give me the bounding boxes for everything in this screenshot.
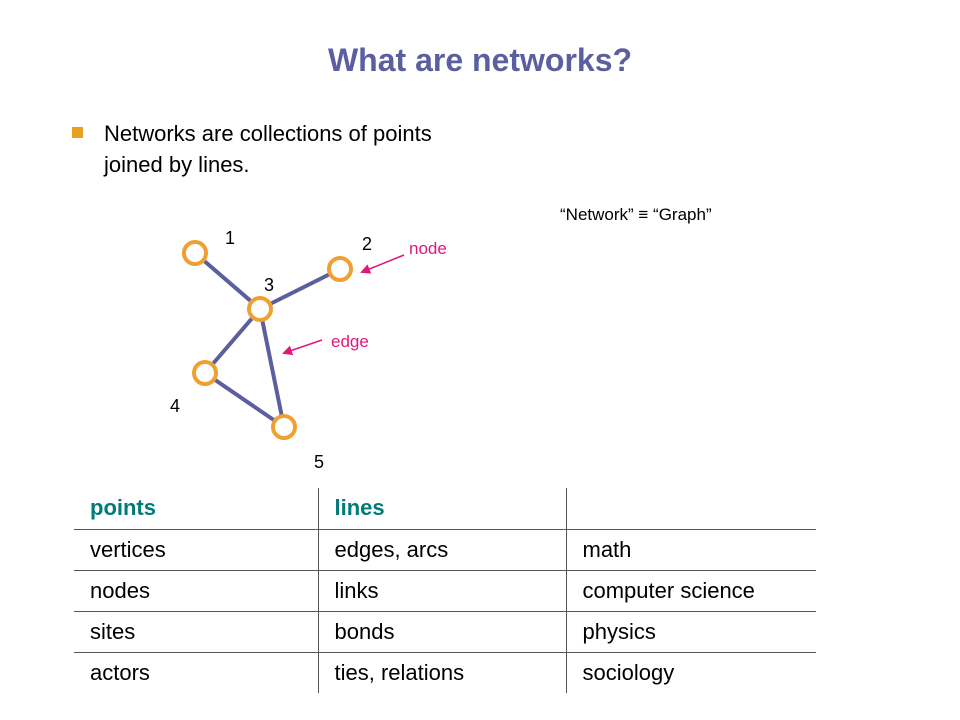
cell-field: math <box>565 529 816 570</box>
terminology-table: points lines vertices edges, arcs math n… <box>74 488 816 693</box>
node-layer <box>182 240 353 440</box>
network-diagram: 1 2 3 4 5 node edge <box>170 228 447 472</box>
cell-points: sites <box>74 610 318 652</box>
node-annotation-label: node <box>409 239 447 258</box>
header-points: points <box>74 488 318 530</box>
label-layer: 1 2 3 4 5 <box>170 228 372 472</box>
table-row: nodes links computer science <box>74 569 816 611</box>
node-2 <box>327 256 353 282</box>
table-row: actors ties, relations sociology <box>74 651 816 693</box>
edge-3-4 <box>203 307 262 375</box>
edge-pointer-arrow <box>282 339 323 356</box>
cell-lines: edges, arcs <box>317 529 566 570</box>
edge-layer <box>193 251 341 429</box>
network-graph-equivalence: “Network” ≡ “Graph” <box>560 205 712 224</box>
cell-lines: ties, relations <box>317 651 566 693</box>
edge-2-3 <box>259 267 341 311</box>
header-field <box>565 488 816 530</box>
node-1 <box>182 240 208 266</box>
header-lines: lines <box>317 488 566 530</box>
node-label-5: 5 <box>314 452 324 472</box>
cell-points: actors <box>74 651 318 693</box>
table-row: sites bonds physics <box>74 610 816 652</box>
slide-title: What are networks? <box>327 42 633 78</box>
cell-lines: bonds <box>317 610 566 652</box>
node-5 <box>271 414 297 440</box>
cell-field: computer science <box>565 569 816 611</box>
node-label-1: 1 <box>225 228 235 248</box>
edge-annotation-label: edge <box>331 332 369 351</box>
table-header-row: points lines <box>74 488 816 530</box>
table-row: vertices edges, arcs math <box>74 529 816 570</box>
cell-points: vertices <box>90 536 166 562</box>
edge-3-5 <box>258 308 286 428</box>
edge-4-5 <box>203 371 286 429</box>
edge-annotation: edge <box>282 332 369 356</box>
edge-1-3 <box>193 251 262 311</box>
square-bullet-icon <box>72 127 83 138</box>
cell-field: sociology <box>565 651 816 693</box>
node-pointer-arrow <box>360 254 405 274</box>
node-label-3: 3 <box>264 275 274 295</box>
cell-points: nodes <box>74 569 318 611</box>
node-label-4: 4 <box>170 396 180 416</box>
node-annotation: node <box>360 239 447 274</box>
cell-lines: links <box>317 569 566 611</box>
node-4 <box>192 360 218 386</box>
bullet-text: Networks are collections of points joine… <box>104 121 432 177</box>
node-3 <box>247 296 273 322</box>
node-label-2: 2 <box>362 234 372 254</box>
cell-field: physics <box>565 610 816 652</box>
